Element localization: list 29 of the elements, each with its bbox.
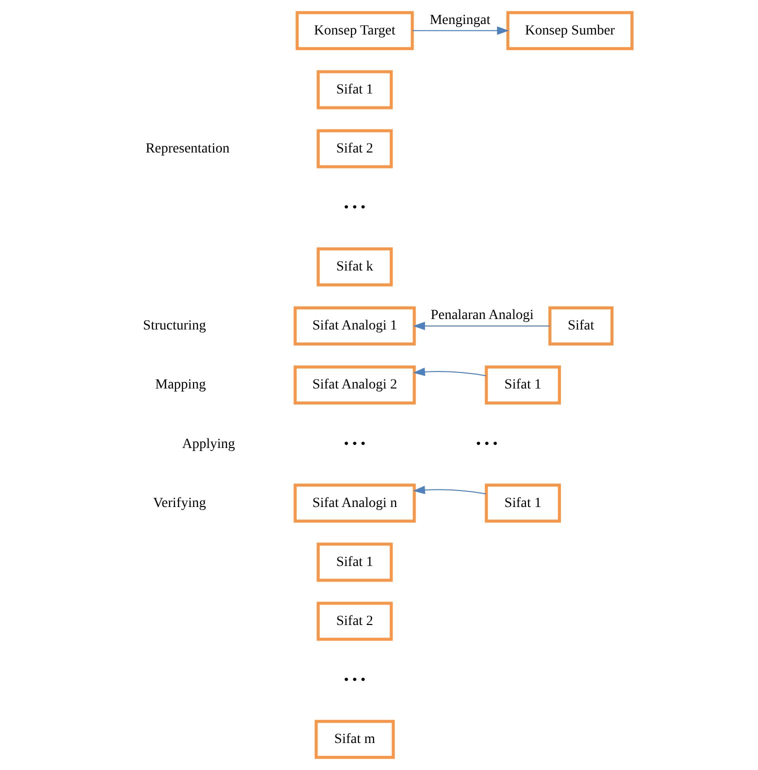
- label: • • •: [344, 672, 366, 688]
- label: Structuring: [143, 318, 206, 334]
- node-box: Sifat m: [314, 720, 395, 759]
- arrow: [413, 368, 487, 376]
- node-box: Sifat 1: [484, 365, 561, 405]
- node-box: Sifat Analogi n: [294, 484, 416, 523]
- node-box: Sifat Analogi 1: [294, 306, 416, 346]
- node-box: Sifat Analogi 2: [294, 365, 416, 405]
- arrow: [412, 322, 550, 330]
- node-box: Sifat 2: [316, 129, 393, 168]
- arrow: [412, 26, 510, 35]
- label: • • •: [476, 436, 498, 452]
- node-box: Sifat 1: [316, 542, 393, 582]
- node-box: Sifat 1: [316, 70, 393, 110]
- arrow: [413, 486, 487, 494]
- label: Representation: [146, 141, 230, 156]
- label: • • •: [344, 200, 366, 216]
- edge-label: Penalaran Analogi: [430, 308, 534, 324]
- label: • • •: [344, 436, 366, 452]
- edge-label: Mengingat: [430, 12, 490, 28]
- label: Applying: [182, 436, 236, 452]
- node-box: Konsep Sumber: [506, 11, 634, 50]
- node-box: Konsep Target: [296, 11, 414, 50]
- node-box: Sifat 2: [316, 602, 393, 641]
- node-box: Sifat: [548, 306, 614, 346]
- node-box: Sifat 1: [484, 484, 561, 523]
- label: Verifying: [153, 496, 206, 511]
- node-box: Sifat k: [316, 247, 393, 286]
- label: Mapping: [155, 378, 206, 393]
